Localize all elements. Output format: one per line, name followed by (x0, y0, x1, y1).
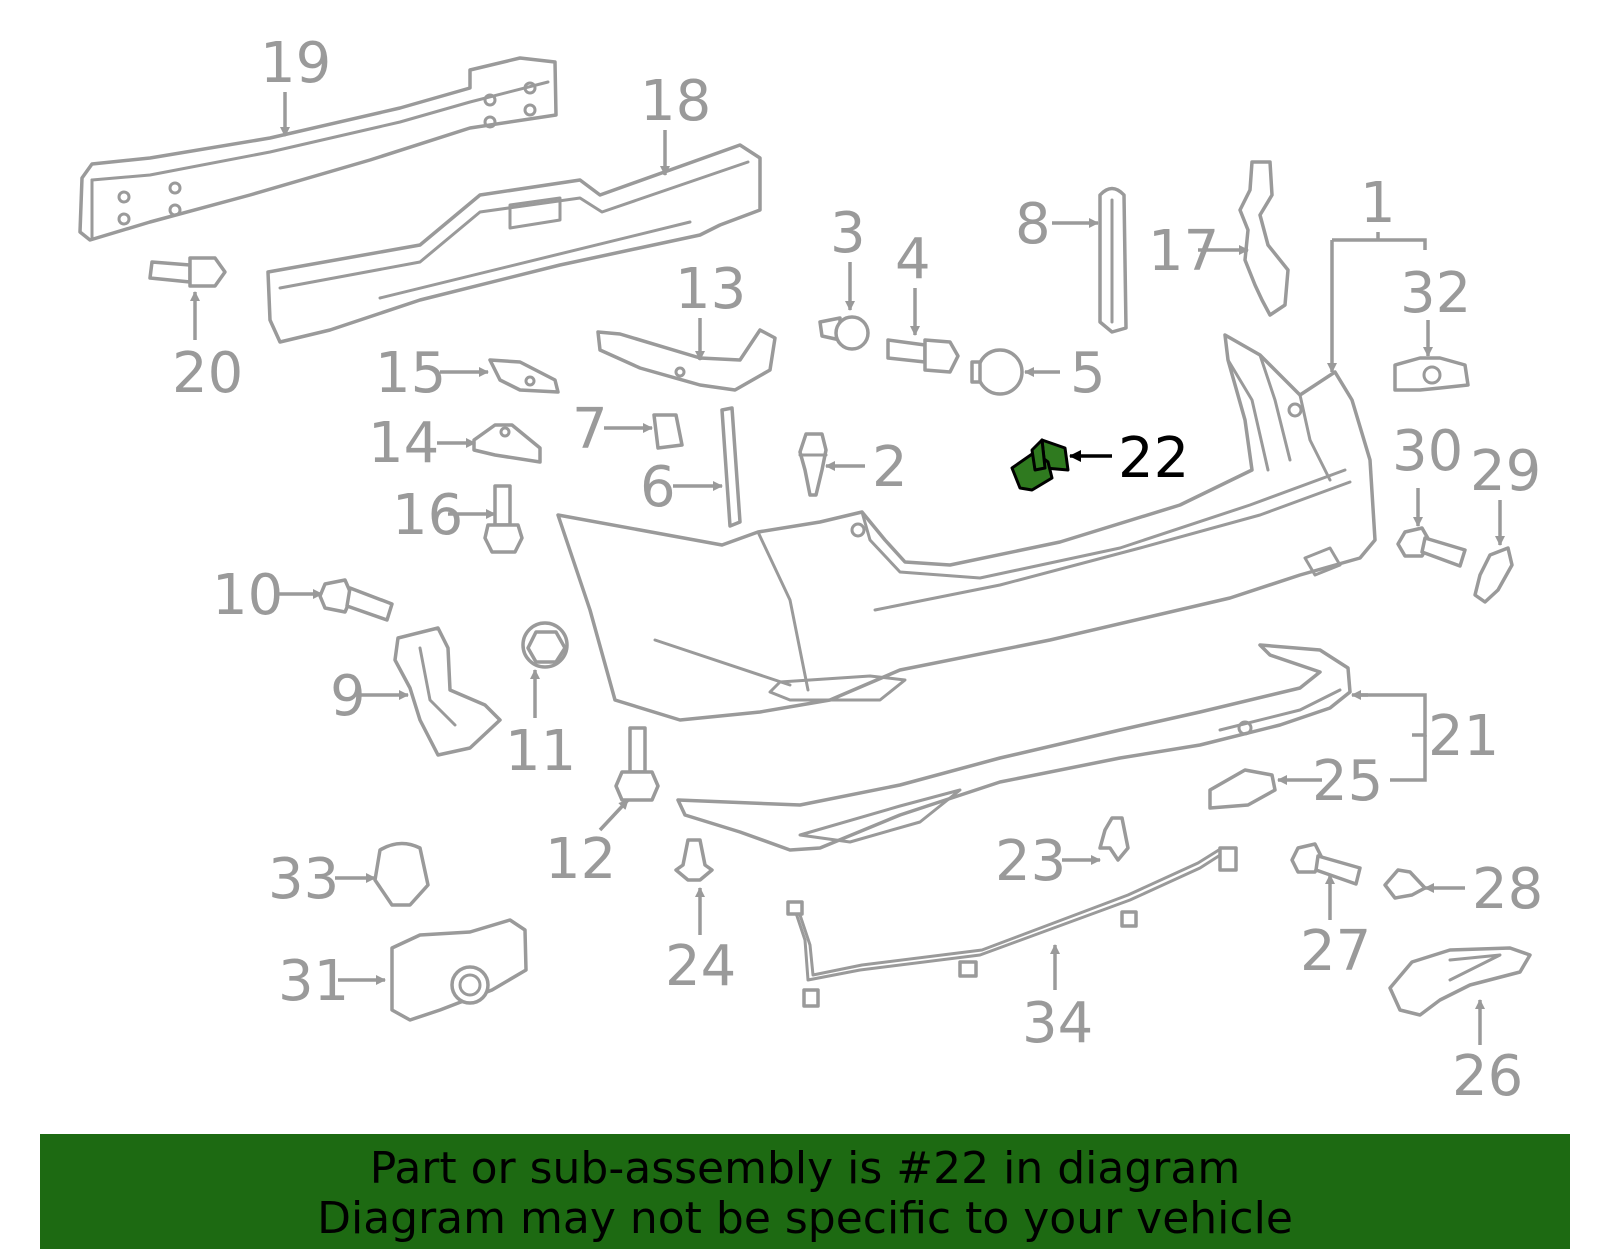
part-16-bolt (483, 484, 524, 554)
part-30-bolt (1396, 526, 1467, 568)
callout-33: 33 (268, 847, 339, 912)
callout-13: 13 (675, 257, 746, 322)
part-28-clip (1383, 868, 1427, 900)
part-33-retainer (373, 841, 430, 907)
part-34-wire-harness (786, 846, 1238, 1008)
callout-1: 1 (1360, 171, 1396, 236)
part-1-bumper-cover (556, 333, 1377, 722)
callout-labels: 19 18 20 13 15 14 16 7 6 3 4 5 2 8 17 1 … (172, 31, 1543, 1109)
part-31-sensor (390, 918, 528, 1022)
part-3-nut (818, 315, 870, 351)
part-4-bolt (886, 338, 960, 374)
part-12-bolt (614, 726, 660, 802)
part-13-bracket (596, 328, 777, 392)
callout-11: 11 (505, 719, 576, 784)
callout-15: 15 (375, 341, 446, 406)
part-21-lower-garnish (676, 643, 1352, 852)
callout-21: 21 (1428, 704, 1499, 769)
part-23-clip (1098, 816, 1130, 862)
callout-29: 29 (1470, 439, 1541, 504)
callout-14: 14 (368, 411, 439, 476)
part-18-energy-absorber (266, 143, 762, 344)
part-14-clip (472, 423, 542, 464)
callout-31: 31 (278, 949, 349, 1014)
part-11-nut (521, 621, 569, 669)
part-22-highlighted[interactable] (1010, 438, 1070, 492)
part-19-reinforcement (78, 56, 558, 242)
callout-34: 34 (1022, 991, 1093, 1056)
callout-2: 2 (872, 435, 908, 500)
part-8-strip (1098, 186, 1128, 334)
part-20-bolt (148, 256, 227, 288)
part-17-bracket (1238, 160, 1290, 317)
part-32-sensor-holder (1393, 356, 1470, 392)
part-25-reflector (1208, 768, 1277, 810)
callout-3: 3 (830, 201, 866, 266)
part-6-spacer (720, 406, 742, 528)
callout-27: 27 (1300, 919, 1371, 984)
banner-line-2: Diagram may not be specific to your vehi… (317, 1193, 1293, 1244)
callout-6: 6 (640, 455, 676, 520)
callout-8: 8 (1015, 192, 1051, 257)
part-9-bracket (393, 626, 502, 757)
callout-20: 20 (172, 341, 243, 406)
callout-12: 12 (545, 827, 616, 892)
callout-30: 30 (1392, 419, 1463, 484)
callout-5: 5 (1070, 341, 1106, 406)
part-24-clip (674, 838, 714, 882)
callout-9: 9 (330, 664, 366, 729)
callout-24: 24 (665, 934, 736, 999)
callout-22[interactable]: 22 (1118, 426, 1189, 491)
callout-28: 28 (1472, 857, 1543, 922)
banner-line-1: Part or sub-assembly is #22 in diagram (369, 1143, 1241, 1194)
callout-26: 26 (1452, 1044, 1523, 1109)
part-5-plug (970, 348, 1024, 396)
callout-4: 4 (895, 227, 931, 292)
callout-17: 17 (1148, 219, 1219, 284)
part-7-block (652, 413, 684, 450)
callout-16: 16 (392, 483, 463, 548)
part-27-bolt (1290, 842, 1362, 886)
part-15-plate (488, 358, 560, 394)
callout-leaders (190, 92, 1505, 1045)
callout-7: 7 (572, 397, 608, 462)
callout-32: 32 (1400, 261, 1471, 326)
callout-18: 18 (640, 69, 711, 134)
callout-25: 25 (1312, 749, 1383, 814)
info-banner: Part or sub-assembly is #22 in diagram D… (40, 1134, 1570, 1249)
callout-23: 23 (995, 829, 1066, 894)
part-26-cover (1388, 946, 1532, 1017)
part-10-bolt (318, 578, 394, 622)
part-2-clip (798, 432, 828, 497)
part-29-bracket (1473, 546, 1514, 604)
parts-diagram: 19 18 20 13 15 14 16 7 6 3 4 5 2 8 17 1 … (78, 31, 1543, 1109)
callout-19: 19 (260, 31, 331, 96)
callout-10: 10 (212, 563, 283, 628)
